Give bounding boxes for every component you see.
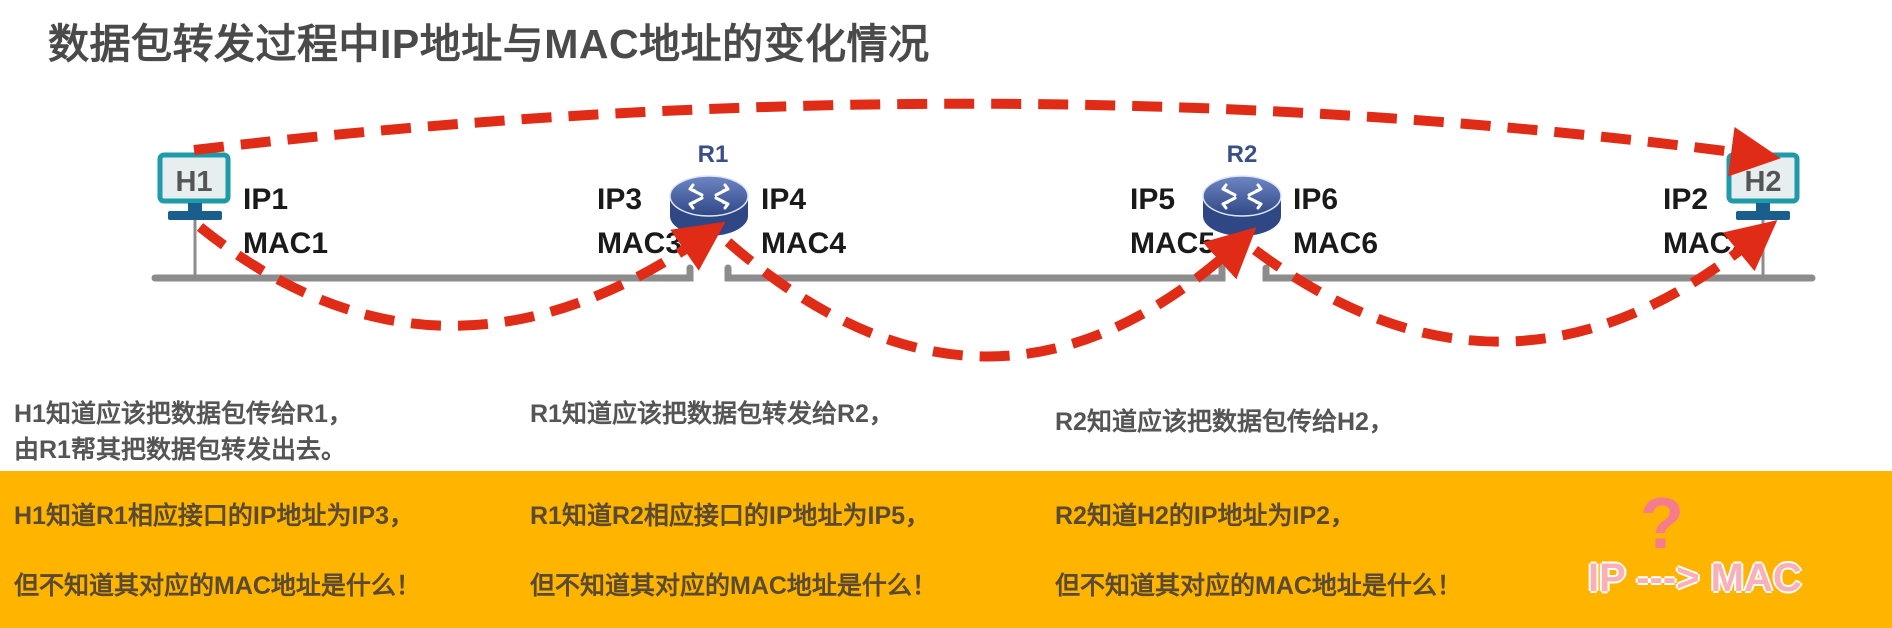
hop-arrow-r1-r2 — [724, 227, 1257, 362]
description-line: 由R1帮其把数据包转发出去。 — [14, 436, 346, 464]
description-line: R2知道应该把数据包传给H2， — [1055, 408, 1394, 436]
r1-right-ip-label: IP4 — [761, 183, 806, 216]
page-title: 数据包转发过程中IP地址与MAC地址的变化情况 — [48, 21, 930, 67]
r2-right-mac-label: MAC6 — [1293, 227, 1378, 260]
network-diagram: H1 H2 R1 R2 IP1 MAC — [151, 98, 1816, 362]
band-r2-line-1: R2知道H2的IP地址为IP2， — [1055, 502, 1356, 530]
r1-left-ip-label: IP3 — [597, 183, 642, 216]
network-links — [151, 220, 1816, 282]
segment-r1-r2 — [724, 264, 1226, 282]
host-h1: H1 — [157, 152, 231, 220]
r2-left-mac-label: MAC5 — [1130, 227, 1215, 260]
h2-ip-label: IP2 — [1663, 183, 1708, 216]
description-r2: R2知道应该把数据包传给H2， — [1055, 404, 1394, 440]
router-r2: R2 — [1202, 141, 1282, 236]
router-r1: R1 — [669, 141, 749, 236]
arp-question-band — [0, 471, 1892, 628]
packet-flow-arrows — [193, 98, 1781, 362]
host-h2: H2 — [1726, 152, 1800, 220]
band-h1-line-1: H1知道R1相应接口的IP地址为IP3， — [14, 502, 415, 530]
r1-right-mac-label: MAC4 — [761, 227, 846, 260]
description-r1: R1知道应该把数据包转发给R2， — [530, 396, 894, 432]
segment-r2-h2 — [1262, 264, 1816, 282]
router-icon — [1221, 183, 1263, 210]
ip-to-mac-label: IP ---> MAC — [1588, 556, 1802, 600]
r2-left-ip-label: IP5 — [1130, 183, 1175, 216]
router-r1-label: R1 — [698, 141, 729, 168]
r1-left-mac-label: MAC3 — [597, 227, 682, 260]
h1-mac-label: MAC1 — [243, 227, 328, 260]
band-r2-line-2: 但不知道其对应的MAC地址是什么！ — [1055, 572, 1462, 600]
description-line: H1知道应该把数据包传给R1， — [14, 400, 353, 428]
question-mark-icon: ? — [1640, 484, 1684, 564]
h1-ip-label: IP1 — [243, 183, 288, 216]
band-h1-line-2: 但不知道其对应的MAC地址是什么！ — [14, 572, 421, 600]
description-line: R1知道应该把数据包转发给R2， — [530, 400, 894, 428]
host-h2-label: H2 — [1744, 166, 1781, 198]
router-icon — [688, 183, 730, 210]
band-r1-line-2: 但不知道其对应的MAC地址是什么！ — [530, 572, 937, 600]
address-labels: IP1 MAC1 IP3 MAC3 IP4 MAC4 IP5 MAC5 IP6 … — [243, 183, 1748, 260]
segment-h1-r1 — [151, 264, 694, 282]
host-h1-label: H1 — [175, 166, 212, 198]
band-r1-line-1: R1知道R2相应接口的IP地址为IP5， — [530, 502, 931, 530]
description-h1: H1知道应该把数据包传给R1， 由R1帮其把数据包转发出去。 — [14, 396, 353, 468]
r2-right-ip-label: IP6 — [1293, 183, 1338, 216]
router-r2-label: R2 — [1227, 141, 1258, 168]
end-to-end-arrow — [193, 98, 1781, 177]
